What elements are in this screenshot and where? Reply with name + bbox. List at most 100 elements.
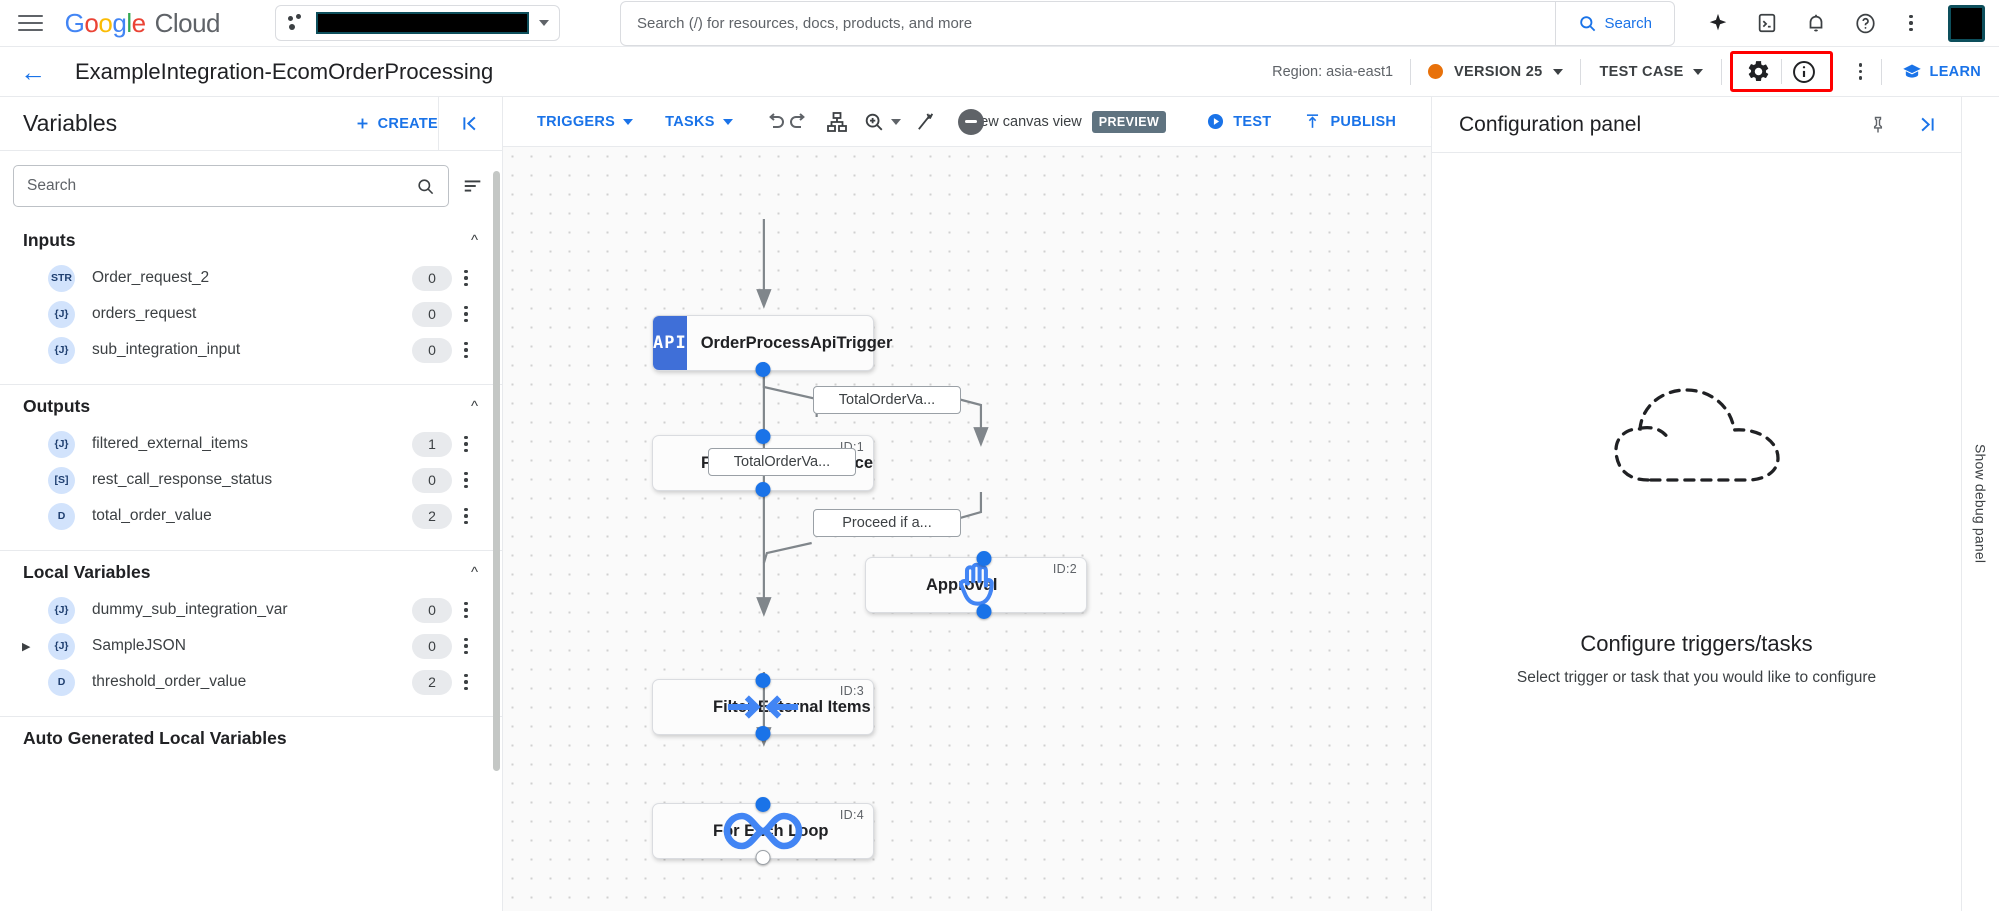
variable-row[interactable]: D threshold_order_value 2: [0, 664, 502, 700]
edge-label[interactable]: Proceed if a...: [813, 509, 961, 537]
variable-type-badge: {J}: [48, 632, 75, 660]
triggers-menu[interactable]: TRIGGERS: [521, 114, 649, 130]
variable-row[interactable]: ▶ {J} SampleJSON 0: [0, 628, 502, 664]
variables-search-box[interactable]: [13, 165, 449, 207]
integration-canvas[interactable]: API OrderProcessApiTrigger Find Total Or…: [503, 147, 1431, 911]
variable-type-badge: {J}: [48, 596, 75, 624]
top-bar-icons: [1675, 4, 1985, 42]
collapse-panel-button[interactable]: [1916, 114, 1937, 135]
publish-button[interactable]: PUBLISH: [1287, 112, 1412, 131]
variable-row[interactable]: {J} filtered_external_items 1: [0, 426, 502, 462]
help-question-icon[interactable]: [1852, 10, 1878, 36]
configuration-panel-body: Configure triggers/tasks Select trigger …: [1432, 153, 1961, 911]
create-variable-button[interactable]: CREATE: [354, 115, 438, 132]
group-header-auto-generated[interactable]: Auto Generated Local Variables: [0, 717, 502, 758]
expand-row-icon[interactable]: ▶: [22, 640, 31, 653]
row-more-icon[interactable]: [452, 471, 480, 489]
test-label: TEST: [1233, 113, 1272, 130]
canvas-node-trigger[interactable]: API OrderProcessApiTrigger: [652, 315, 892, 377]
canvas-node-task-3[interactable]: Filter External Items ID:3: [652, 673, 874, 741]
group-header-inputs[interactable]: Inputs ^: [0, 219, 502, 260]
zoom-in-icon: [865, 113, 883, 130]
zoom-menu[interactable]: [863, 102, 901, 142]
redo-button[interactable]: [787, 102, 811, 142]
search-icon: [418, 178, 434, 194]
header-more-button[interactable]: [1841, 63, 1881, 80]
row-more-icon[interactable]: [452, 601, 480, 619]
collapse-variables-panel-button[interactable]: [438, 97, 502, 150]
node-output-port[interactable]: [755, 726, 771, 741]
node-output-port[interactable]: [976, 604, 992, 619]
pin-button[interactable]: [1868, 115, 1888, 135]
account-avatar[interactable]: [1948, 4, 1985, 42]
row-more-icon[interactable]: [452, 637, 480, 655]
chevron-down-icon: [722, 118, 733, 125]
node-output-port[interactable]: [755, 482, 771, 497]
variables-panel: Variables CREATE Inputs: [0, 97, 503, 911]
search-input[interactable]: [27, 177, 416, 195]
auto-layout-button[interactable]: [825, 102, 849, 142]
row-more-icon[interactable]: [452, 673, 480, 691]
gemini-sparkle-icon[interactable]: [1705, 10, 1731, 36]
search-input[interactable]: [621, 1, 1556, 45]
row-more-icon[interactable]: [452, 507, 480, 525]
show-debug-panel-label: Show debug panel: [1972, 444, 1989, 564]
triggers-label: TRIGGERS: [537, 113, 616, 130]
node-output-port[interactable]: [755, 850, 771, 865]
settings-button[interactable]: [1737, 54, 1781, 89]
learn-button[interactable]: LEARN: [1882, 62, 1981, 82]
chevron-up-icon[interactable]: ^: [470, 232, 478, 249]
project-picker[interactable]: [275, 5, 560, 41]
node-input-port[interactable]: [755, 797, 771, 812]
magic-wand-button[interactable]: [915, 102, 938, 142]
variable-count: 0: [412, 597, 452, 623]
info-button[interactable]: [1782, 54, 1826, 89]
sort-filter-button[interactable]: [458, 175, 488, 197]
test-button[interactable]: TEST: [1190, 112, 1287, 131]
show-debug-panel-rail[interactable]: Show debug panel: [1961, 97, 1999, 911]
variable-row[interactable]: {J} dummy_sub_integration_var 0: [0, 592, 502, 628]
undo-button[interactable]: [763, 102, 787, 142]
chevron-down-icon: [1553, 68, 1564, 75]
row-more-icon[interactable]: [452, 305, 480, 323]
variable-name: filtered_external_items: [92, 435, 248, 452]
pin-icon: [1873, 116, 1883, 132]
search-button[interactable]: Search: [1555, 1, 1674, 45]
canvas-node-task-2[interactable]: Approval ID:2: [865, 551, 1087, 619]
node-id: ID:4: [839, 808, 864, 822]
node-input-port[interactable]: [755, 429, 771, 444]
chevron-up-icon[interactable]: ^: [470, 564, 478, 581]
more-vert-icon[interactable]: [1901, 14, 1921, 32]
chevron-up-icon[interactable]: ^: [470, 398, 478, 415]
row-more-icon[interactable]: [452, 341, 480, 359]
variable-row[interactable]: D total_order_value 2: [0, 498, 502, 534]
edge-label[interactable]: TotalOrderVa...: [708, 448, 856, 476]
notifications-bell-icon[interactable]: [1803, 10, 1829, 36]
chevron-down-icon: [539, 20, 549, 26]
version-selector[interactable]: VERSION 25: [1411, 64, 1580, 80]
row-more-icon[interactable]: [452, 269, 480, 287]
variable-row[interactable]: {J} sub_integration_input 0: [0, 332, 502, 368]
edge-label[interactable]: TotalOrderVa...: [813, 386, 961, 414]
row-more-icon[interactable]: [452, 435, 480, 453]
node-output-port[interactable]: [755, 362, 771, 377]
header-actions: Region: asia-east1 VERSION 25 TEST CASE: [1272, 47, 1981, 96]
hamburger-icon[interactable]: [14, 6, 47, 40]
cloud-shell-icon[interactable]: [1754, 10, 1780, 36]
arrow-back-icon[interactable]: ←: [20, 56, 46, 87]
global-search[interactable]: Search: [620, 0, 1675, 46]
test-case-selector[interactable]: TEST CASE: [1581, 64, 1720, 80]
variable-row[interactable]: {J} orders_request 0: [0, 296, 502, 332]
variables-scrollbar[interactable]: [493, 171, 500, 771]
node-input-port[interactable]: [755, 673, 771, 688]
node-input-port[interactable]: [976, 551, 992, 566]
variable-row[interactable]: [S] rest_call_response_status 0: [0, 462, 502, 498]
variable-row[interactable]: STR Order_request_2 0: [0, 260, 502, 296]
node-id: ID:3: [839, 684, 864, 698]
publish-up-icon: [1307, 114, 1319, 128]
canvas-node-task-4[interactable]: For Each Loop ID:4: [652, 797, 874, 865]
group-header-local-variables[interactable]: Local Variables ^: [0, 551, 502, 592]
tasks-menu[interactable]: TASKS: [649, 114, 749, 130]
group-header-outputs[interactable]: Outputs ^: [0, 385, 502, 426]
